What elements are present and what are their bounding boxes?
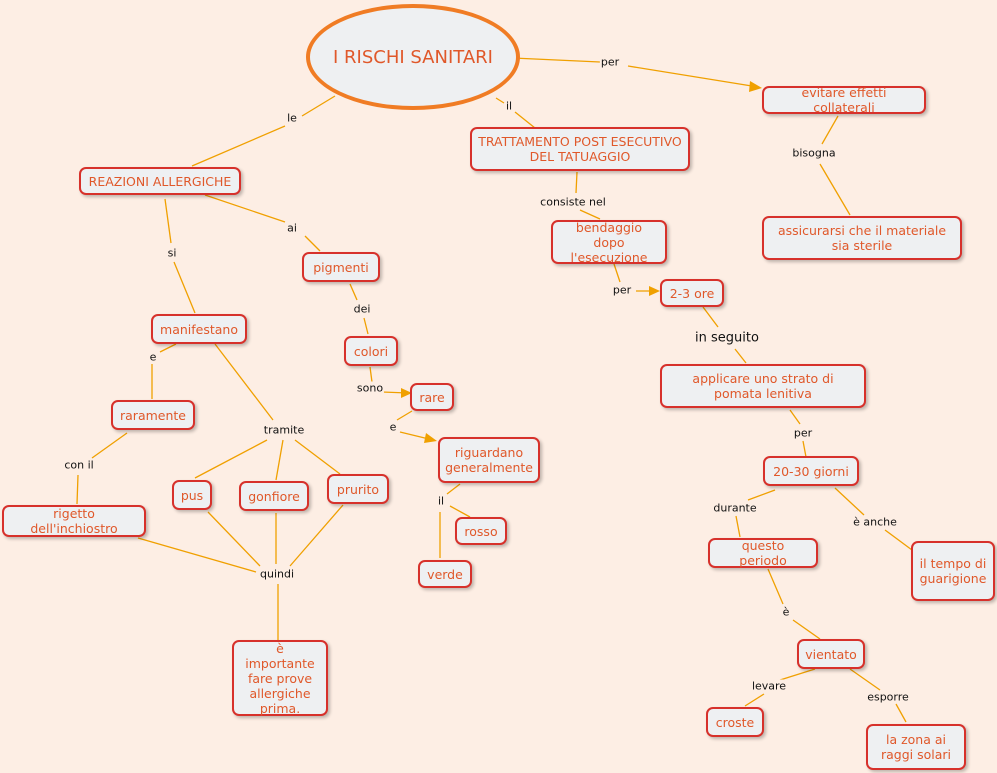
link-label-il1: il <box>504 99 514 113</box>
node-periodo[interactable]: questo periodo <box>708 538 818 568</box>
node-prurito[interactable]: prurito <box>327 474 389 504</box>
node-prurito-label: prurito <box>336 481 380 497</box>
node-evitare[interactable]: evitare effetti collaterali <box>762 85 926 115</box>
link-label-e1: e <box>388 420 398 434</box>
node-evitare-label: evitare effetti collaterali <box>801 85 887 115</box>
node-guarigione-label: il tempo di guarigione <box>919 556 987 586</box>
link-label-per1: per <box>599 55 621 69</box>
node-gonfiore-label: gonfiore <box>248 488 300 504</box>
link-label-per2: per <box>611 283 633 297</box>
link-label-quindi: quindi <box>258 567 296 581</box>
node-pus-label: pus <box>180 487 204 503</box>
node-assicurarsi[interactable]: assicurarsi che il materiale sia sterile <box>762 216 962 260</box>
node-zona-label: la zona ai raggi solari <box>880 732 952 762</box>
node-bendaggio[interactable]: bendaggio dopo l'esecuzione <box>551 219 667 265</box>
node-croste-label: croste <box>715 714 755 730</box>
link-label-dei: dei <box>352 302 372 316</box>
link-label-seguito: in seguito <box>694 330 760 346</box>
node-rigetto-label: rigetto dell'inchiostro <box>30 506 118 536</box>
node-rare[interactable]: rare <box>410 383 454 411</box>
node-gonfiore[interactable]: gonfiore <box>239 481 309 511</box>
node-vientato-label: vientato <box>805 646 857 662</box>
node-pigmenti[interactable]: pigmenti <box>302 252 380 282</box>
node-pus[interactable]: pus <box>172 480 212 510</box>
link-label-durante: durante <box>712 501 758 515</box>
node-giorni-label: 20-30 giorni <box>773 463 849 479</box>
link-label-tramite: tramite <box>262 423 306 437</box>
node-guarigione[interactable]: il tempo di guarigione <box>911 541 995 601</box>
link-label-si: si <box>166 246 178 260</box>
link-label-conil: con il <box>63 458 95 472</box>
node-reazioni-label: REAZIONI ALLERGICHE <box>88 173 232 189</box>
node-importante[interactable]: è importante fare prove allergiche prima… <box>232 640 328 716</box>
node-rare-label: rare <box>419 389 445 405</box>
link-label-bisogna: bisogna <box>791 146 837 160</box>
link-label-consiste: consiste nel <box>539 195 607 209</box>
root-label: I RISCHI SANITARI <box>333 46 493 68</box>
node-pomata[interactable]: applicare uno strato di pomata lenitiva <box>660 364 866 408</box>
link-label-le: le <box>286 111 298 125</box>
node-manifestano-label: manifestano <box>160 321 238 337</box>
node-importante-label: è importante fare prove allergiche prima… <box>245 640 315 716</box>
link-label-per3: per <box>792 426 814 440</box>
node-bendaggio-label: bendaggio dopo l'esecuzione <box>570 219 648 265</box>
node-raramente[interactable]: raramente <box>111 400 195 430</box>
node-colori-label: colori <box>353 343 389 359</box>
link-label-sono: sono <box>355 381 385 395</box>
link-label-esporre: esporre <box>866 690 910 704</box>
node-pigmenti-label: pigmenti <box>313 259 369 275</box>
node-ore[interactable]: 2-3 ore <box>660 279 724 307</box>
node-zona[interactable]: la zona ai raggi solari <box>866 724 966 770</box>
link-label-ai: ai <box>286 221 298 235</box>
node-vientato[interactable]: vientato <box>797 639 865 669</box>
link-label-e-is: è <box>781 605 791 619</box>
node-giorni[interactable]: 20-30 giorni <box>763 456 859 486</box>
node-ore-label: 2-3 ore <box>669 285 715 301</box>
link-label-eanche: è anche <box>852 515 898 529</box>
node-verde-label: verde <box>427 566 463 582</box>
node-manifestano[interactable]: manifestano <box>151 314 247 344</box>
node-reazioni[interactable]: REAZIONI ALLERGICHE <box>79 167 241 195</box>
node-rosso[interactable]: rosso <box>455 517 507 545</box>
node-croste[interactable]: croste <box>706 707 764 737</box>
node-rosso-label: rosso <box>464 523 498 539</box>
node-trattamento[interactable]: TRATTAMENTO POST ESECUTIVO DEL TATUAGGIO <box>470 127 690 171</box>
root-node[interactable]: I RISCHI SANITARI <box>306 4 520 110</box>
node-riguardano-label: riguardano generalmente <box>445 445 533 475</box>
node-verde[interactable]: verde <box>418 560 472 588</box>
node-pomata-label: applicare uno strato di pomata lenitiva <box>692 371 834 401</box>
link-label-e2: e <box>148 350 158 364</box>
node-assicurarsi-label: assicurarsi che il materiale sia sterile <box>777 223 947 253</box>
node-riguardano[interactable]: riguardano generalmente <box>438 437 540 483</box>
node-periodo-label: questo periodo <box>739 538 787 568</box>
node-trattamento-label: TRATTAMENTO POST ESECUTIVO DEL TATUAGGIO <box>478 134 682 164</box>
link-label-levare: levare <box>750 679 788 693</box>
node-rigetto[interactable]: rigetto dell'inchiostro <box>2 505 146 537</box>
link-label-il2: il <box>436 494 446 508</box>
node-colori[interactable]: colori <box>344 336 398 366</box>
node-raramente-label: raramente <box>120 407 186 423</box>
